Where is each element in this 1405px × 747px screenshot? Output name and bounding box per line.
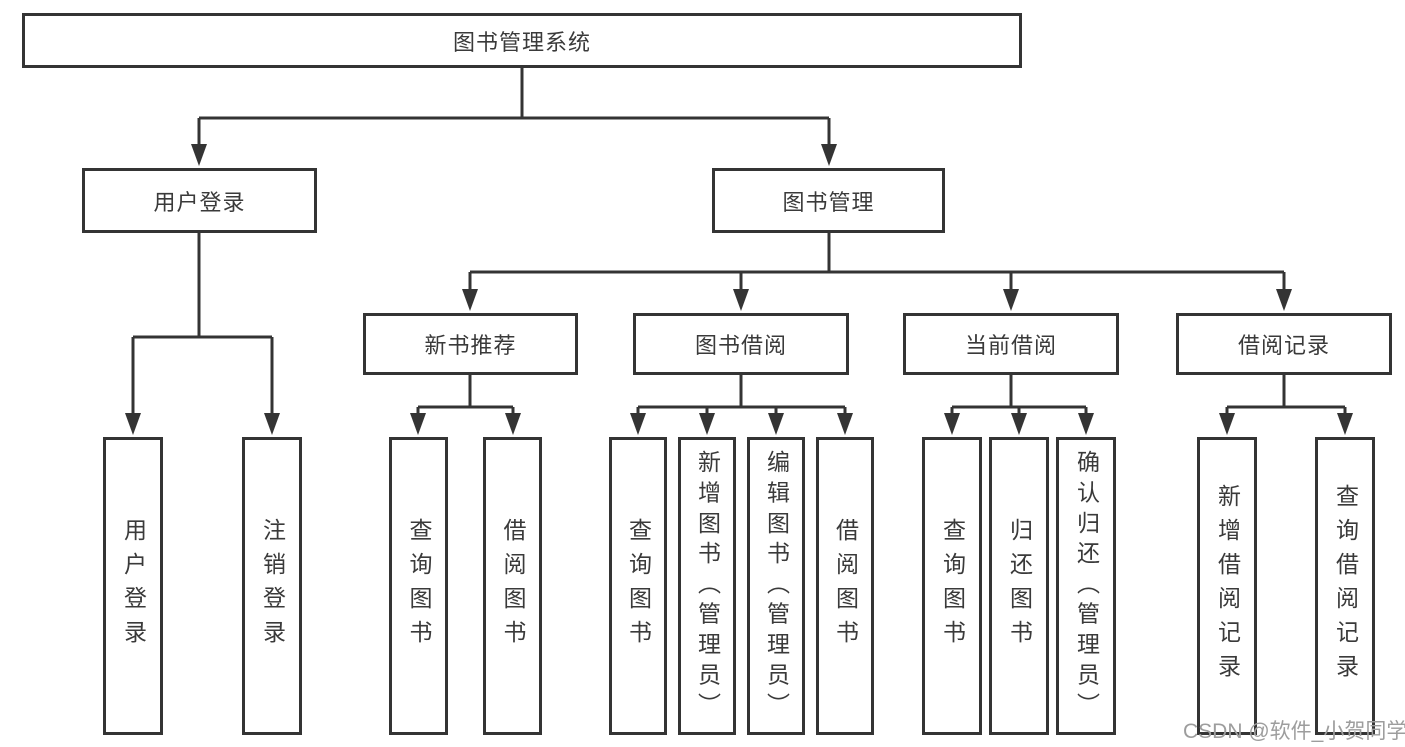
node-leaf-logout: 注销登录 [242, 437, 302, 735]
node-label: 图书借阅 [694, 333, 787, 358]
node-leaf-cb-return-books: 归还图书 [989, 437, 1049, 735]
node-book-management: 图书管理 [712, 168, 945, 233]
node-label: 注销登录 [259, 518, 286, 654]
node-label: 归还图书 [1006, 518, 1033, 654]
node-label: 新增借阅记录 [1214, 484, 1241, 688]
node-leaf-bb-borrow-books: 借阅图书 [816, 437, 874, 735]
arrow-icon [1078, 413, 1094, 435]
arrow-icon [944, 413, 960, 435]
node-label: 确认归还（管理员） [1073, 449, 1100, 723]
arrow-icon [733, 289, 749, 311]
arrow-icon [462, 289, 478, 311]
node-leaf-cb-confirm-return-admin: 确认归还（管理员） [1056, 437, 1116, 735]
arrowheads [125, 144, 1353, 435]
connector-root-split [197, 68, 831, 147]
node-label: 查询图书 [625, 518, 652, 654]
connector-book-borrow-split [636, 375, 847, 420]
node-book-borrowing: 图书借阅 [633, 313, 849, 375]
node-leaf-br-query-record: 查询借阅记录 [1315, 437, 1375, 735]
node-leaf-bb-edit-books-admin: 编辑图书（管理员） [747, 437, 805, 735]
arrow-icon [505, 413, 521, 435]
node-current-borrowing: 当前借阅 [903, 313, 1119, 375]
arrow-icon [1219, 413, 1235, 435]
node-user-login: 用户登录 [82, 168, 317, 233]
arrow-icon [125, 413, 141, 435]
node-leaf-cb-query-books: 查询图书 [922, 437, 982, 735]
arrow-icon [1011, 413, 1027, 435]
watermark-text: CSDN @软件_小贺同学 [1183, 720, 1405, 743]
node-label: 图书管理 [782, 189, 875, 215]
arrow-icon [630, 413, 646, 435]
connector-book-mgmt-split [468, 233, 1286, 296]
node-label: 借阅记录 [1237, 333, 1330, 358]
arrow-icon [191, 144, 207, 166]
connector-records-split [1225, 375, 1347, 420]
node-leaf-nbr-query-books: 查询图书 [389, 437, 448, 735]
node-leaf-bb-query-books: 查询图书 [609, 437, 667, 735]
node-library-system: 图书管理系统 [22, 13, 1022, 68]
arrow-icon [768, 413, 784, 435]
arrow-icon [821, 144, 837, 166]
arrow-icon [410, 413, 426, 435]
node-label: 查询图书 [939, 518, 966, 654]
arrow-icon [1337, 413, 1353, 435]
node-label: 借阅图书 [832, 518, 859, 654]
arrow-icon [264, 413, 280, 435]
node-label: 新书推荐 [424, 333, 517, 358]
node-borrowing-records: 借阅记录 [1176, 313, 1392, 375]
arrow-icon [1276, 289, 1292, 311]
node-label: 借阅图书 [500, 518, 526, 654]
node-new-book-recommend: 新书推荐 [363, 313, 578, 375]
node-label: 查询图书 [406, 518, 432, 654]
node-label: 图书管理系统 [452, 29, 591, 55]
node-leaf-br-add-record: 新增借阅记录 [1197, 437, 1257, 735]
node-leaf-user-login: 用户登录 [103, 437, 163, 735]
node-label: 新增图书（管理员） [694, 449, 721, 723]
node-leaf-bb-add-books-admin: 新增图书（管理员） [678, 437, 736, 735]
connector-new-book-split [416, 375, 515, 420]
node-leaf-nbr-borrow-books: 借阅图书 [483, 437, 542, 735]
arrow-icon [1003, 289, 1019, 311]
node-label: 用户登录 [120, 518, 147, 654]
node-label: 查询借阅记录 [1332, 484, 1359, 688]
node-label: 当前借阅 [964, 333, 1057, 358]
node-label: 编辑图书（管理员） [763, 449, 790, 723]
connector-user-login-split [131, 233, 274, 419]
arrow-icon [699, 413, 715, 435]
arrow-icon [837, 413, 853, 435]
node-label: 用户登录 [153, 189, 246, 215]
